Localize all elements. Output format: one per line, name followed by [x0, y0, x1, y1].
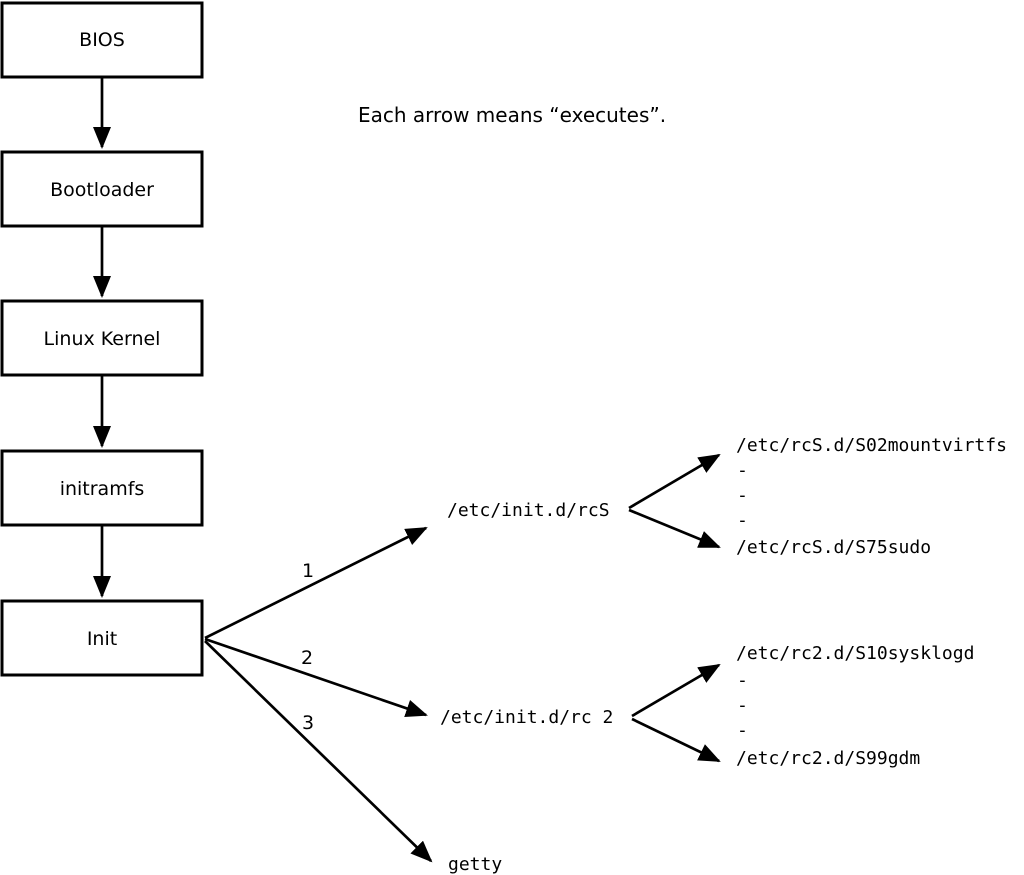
rc2-last-script-label: /etc/rc2.d/S99gdm	[736, 748, 920, 769]
rcs-target-label: /etc/init.d/rcS	[447, 500, 610, 521]
init-node: Init	[0, 599, 204, 677]
bootloader-node: Bootloader	[0, 150, 204, 228]
rc2-first-script-label: /etc/rc2.d/S10sysklogd	[736, 643, 974, 664]
bootloader-box	[0, 150, 204, 228]
rcs-ellipsis-dash-3: -	[737, 510, 748, 531]
init-label: Init	[87, 628, 117, 650]
branch-number-2: 2	[301, 647, 313, 669]
arrow-init-to-rcs	[204, 526, 428, 640]
arrow-rc2-to-last-script	[631, 717, 721, 763]
bios-box	[0, 1, 204, 79]
rc2-ellipsis-dash-1: -	[737, 670, 748, 691]
bios-label: BIOS	[79, 29, 125, 51]
initramfs-box	[0, 449, 204, 527]
rc2-ellipsis-dash-3: -	[737, 720, 748, 741]
arrow-rcs-to-first-script	[628, 453, 721, 510]
rc2-ellipsis-dash-2: -	[737, 695, 748, 716]
getty-target-label: getty	[448, 854, 502, 875]
rcs-ellipsis-dash-2: -	[737, 485, 748, 506]
init-box	[0, 599, 204, 677]
bootloader-label: Bootloader	[50, 179, 154, 201]
arrow-init-to-rc2	[204, 637, 428, 718]
initramfs-node: initramfs	[0, 449, 204, 527]
linux-kernel-label: Linux Kernel	[44, 328, 161, 350]
rcs-ellipsis-dash-1: -	[737, 460, 748, 481]
arrow-rcs-to-last-script	[628, 508, 721, 549]
arrow-init-to-getty	[204, 640, 433, 863]
rcs-first-script-label: /etc/rcS.d/S02mountvirtfs	[736, 435, 1007, 456]
rc2-target-label: /etc/init.d/rc 2	[440, 707, 613, 728]
bios-node: BIOS	[0, 1, 204, 79]
branch-number-3: 3	[302, 712, 314, 734]
branch-number-1: 1	[302, 560, 314, 582]
initramfs-label: initramfs	[60, 478, 145, 500]
linux-kernel-node: Linux Kernel	[0, 299, 204, 377]
rcs-last-script-label: /etc/rcS.d/S75sudo	[736, 537, 931, 558]
linux-kernel-box	[0, 299, 204, 377]
note-text: Each arrow means “executes”.	[358, 103, 666, 127]
arrow-rc2-to-first-script	[631, 663, 721, 718]
